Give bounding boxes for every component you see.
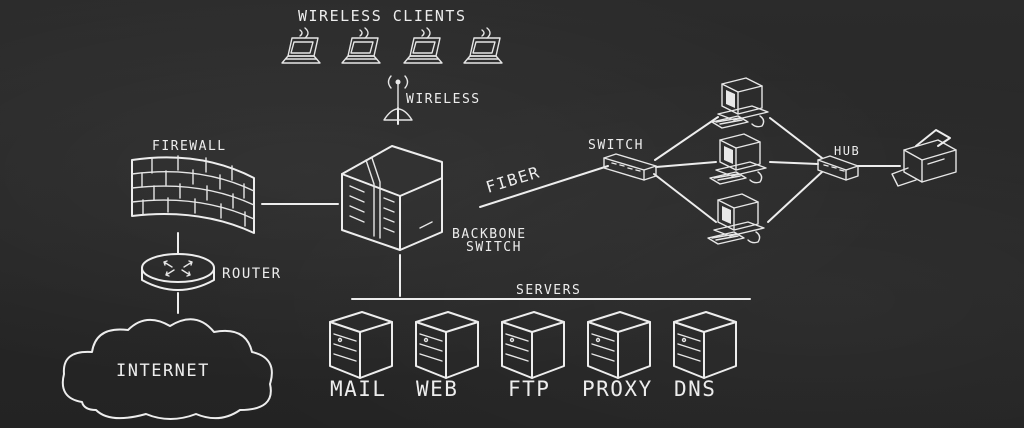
link-pc2-hub [769, 161, 819, 165]
server-label-ftp: FTP [508, 377, 550, 401]
desktop-computer-icon [711, 77, 769, 129]
link-pc1-hub [769, 117, 823, 159]
fiber-link [479, 165, 609, 208]
router-icon [141, 253, 215, 291]
laptop-icon [281, 27, 321, 64]
switch-label: SWITCH [588, 138, 644, 153]
wireless-clients-label: WIRELESS CLIENTS [298, 7, 467, 25]
network-hub-icon [817, 155, 859, 181]
fiber-label: FIBER [484, 162, 543, 196]
backbone-switch-label: SWITCH [466, 240, 522, 255]
server-label-dns: DNS [674, 377, 716, 401]
laptop-icon [403, 27, 443, 64]
router-label: ROUTER [222, 266, 282, 282]
link-switch-pc3 [653, 173, 717, 223]
connection-lines [177, 107, 901, 314]
firewall-label: FIREWALL [152, 139, 227, 154]
wireless-label: WIRELESS [406, 92, 481, 107]
server-label-web: WEB [416, 377, 458, 401]
brick-wall-icon [131, 155, 255, 234]
server-tower-icon [329, 311, 393, 379]
printer-icon [891, 129, 957, 187]
server-tower-icon [501, 311, 565, 379]
internet-label: INTERNET [116, 361, 210, 381]
network-switch-icon [603, 153, 657, 181]
server-label-mail: MAIL [330, 377, 387, 401]
server-tower-icon [415, 311, 479, 379]
backbone-label: BACKBONE [452, 227, 527, 242]
desktop-computer-icon [707, 193, 765, 245]
laptop-icon [341, 27, 381, 64]
server-tower-icon [673, 311, 737, 379]
server-label-proxy: PROXY [582, 377, 653, 401]
servers-label: SERVERS [516, 283, 581, 298]
desktop-computer-icon [709, 133, 767, 185]
link-switch-pc1 [654, 116, 719, 161]
link-switch-pc2 [655, 161, 717, 168]
antenna-icon [383, 75, 413, 121]
server-rack-icon [341, 145, 443, 251]
cloud-icon [61, 318, 273, 420]
link-pc3-hub [767, 171, 823, 223]
hub-label: HUB [834, 144, 860, 158]
laptop-icon [463, 27, 503, 64]
server-tower-icon [587, 311, 651, 379]
